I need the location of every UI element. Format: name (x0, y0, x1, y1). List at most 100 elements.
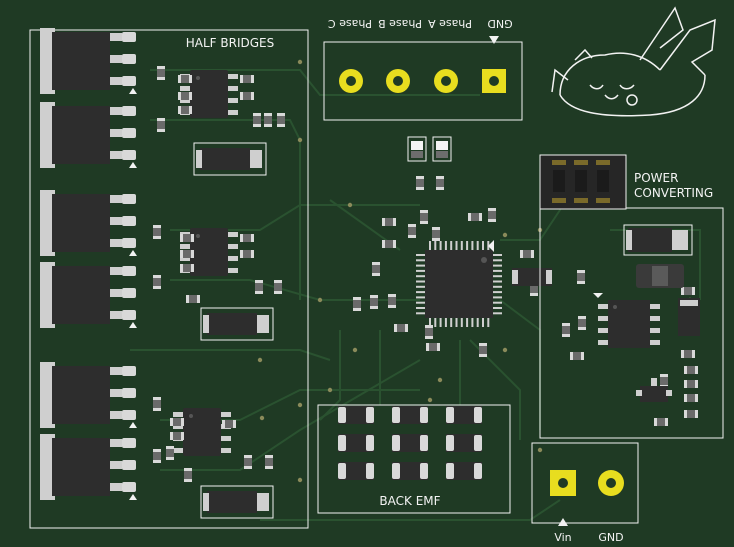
gnd-pin-marker (489, 36, 499, 44)
passive-part (240, 234, 254, 242)
mosfet-6 (40, 434, 137, 500)
gate-driver-ic-2 (180, 228, 238, 276)
via (352, 347, 358, 353)
passive-part (244, 455, 252, 469)
passive-part (660, 374, 668, 388)
mcu-qfp48 (416, 241, 502, 327)
via (437, 377, 443, 383)
power-input-outline (531, 442, 639, 524)
passive-part (265, 455, 273, 469)
back-emf-outline (317, 404, 511, 514)
diode-2 (200, 307, 274, 341)
via (297, 477, 303, 483)
back-emf-resistor (392, 462, 428, 480)
back-emf-resistor (446, 406, 482, 424)
sot23-transistor (636, 378, 672, 402)
via (297, 59, 303, 65)
passive-part (577, 270, 585, 284)
passive-part (153, 449, 161, 463)
passive-part (420, 210, 428, 224)
back-emf-resistor (392, 434, 428, 452)
passive-part (562, 323, 570, 337)
via (257, 357, 263, 363)
pin-header-2x3 (539, 154, 627, 210)
passive-part (408, 224, 416, 238)
passive-part (264, 113, 272, 127)
power-converting-label-1: POWER (634, 171, 678, 185)
mosfet-3 (40, 190, 137, 256)
passive-part (353, 297, 361, 311)
mosfet-2 (40, 102, 137, 168)
passive-part (166, 446, 174, 460)
passive-part (684, 366, 698, 374)
passive-part (479, 343, 487, 357)
passive-part (416, 176, 424, 190)
passive-part (488, 208, 496, 222)
mosfet-group (40, 28, 137, 500)
passive-part (153, 275, 161, 289)
passive-part (570, 352, 584, 360)
pikachu-artwork (551, 6, 716, 117)
passive-part (520, 250, 534, 258)
passive-part (382, 218, 396, 226)
passive-part (157, 118, 165, 132)
regulator-ic (598, 300, 660, 348)
passive-part (432, 227, 440, 241)
vin-pin-marker (558, 518, 568, 526)
power-diode (623, 224, 693, 256)
passive-part (277, 113, 285, 127)
diode-3 (200, 485, 274, 519)
back-emf-resistor (338, 406, 374, 424)
passive-part (681, 287, 695, 295)
passive-components (153, 59, 698, 483)
passive-part (184, 468, 192, 482)
passive-part (578, 316, 586, 330)
passive-part (394, 324, 408, 332)
half-bridges-label: HALF BRIDGES (186, 36, 274, 50)
phase-c-label: Phase C (328, 17, 372, 30)
phase-b-label: Phase B (378, 17, 422, 30)
back-emf-resistor (446, 434, 482, 452)
power-input-connector (550, 470, 624, 496)
gnd-bottom-label: GND (598, 531, 623, 544)
passive-part (170, 432, 184, 440)
via (327, 387, 333, 393)
via (502, 347, 508, 353)
passive-part (178, 106, 192, 114)
passive-part (684, 410, 698, 418)
passive-part (170, 418, 184, 426)
passive-part (684, 394, 698, 402)
back-emf-label: BACK EMF (379, 494, 440, 508)
mosfet-4 (40, 262, 137, 328)
passive-part (426, 343, 440, 351)
passive-part (253, 113, 261, 127)
half-bridges-outline (29, 29, 309, 529)
passive-part (372, 262, 380, 276)
passive-part (222, 420, 236, 428)
passive-part (382, 240, 396, 248)
passive-part (468, 213, 482, 221)
passive-part (178, 92, 192, 100)
via (537, 447, 543, 453)
passive-part (388, 294, 396, 308)
passive-part (240, 250, 254, 258)
sot-capacitor (512, 268, 552, 286)
back-emf-resistor (446, 462, 482, 480)
passive-part (178, 75, 192, 83)
passive-part (425, 325, 433, 339)
via (317, 297, 323, 303)
inductor (636, 264, 684, 288)
mosfet-5 (40, 362, 137, 428)
power-capacitor (678, 298, 700, 336)
passive-part (153, 397, 161, 411)
via (259, 415, 265, 421)
passive-part (186, 295, 200, 303)
phase-header-outline (323, 41, 523, 121)
passive-part (180, 264, 194, 272)
passive-part (157, 66, 165, 80)
passive-part (274, 280, 282, 294)
gnd-top-label: GND (487, 17, 512, 30)
via (347, 202, 353, 208)
